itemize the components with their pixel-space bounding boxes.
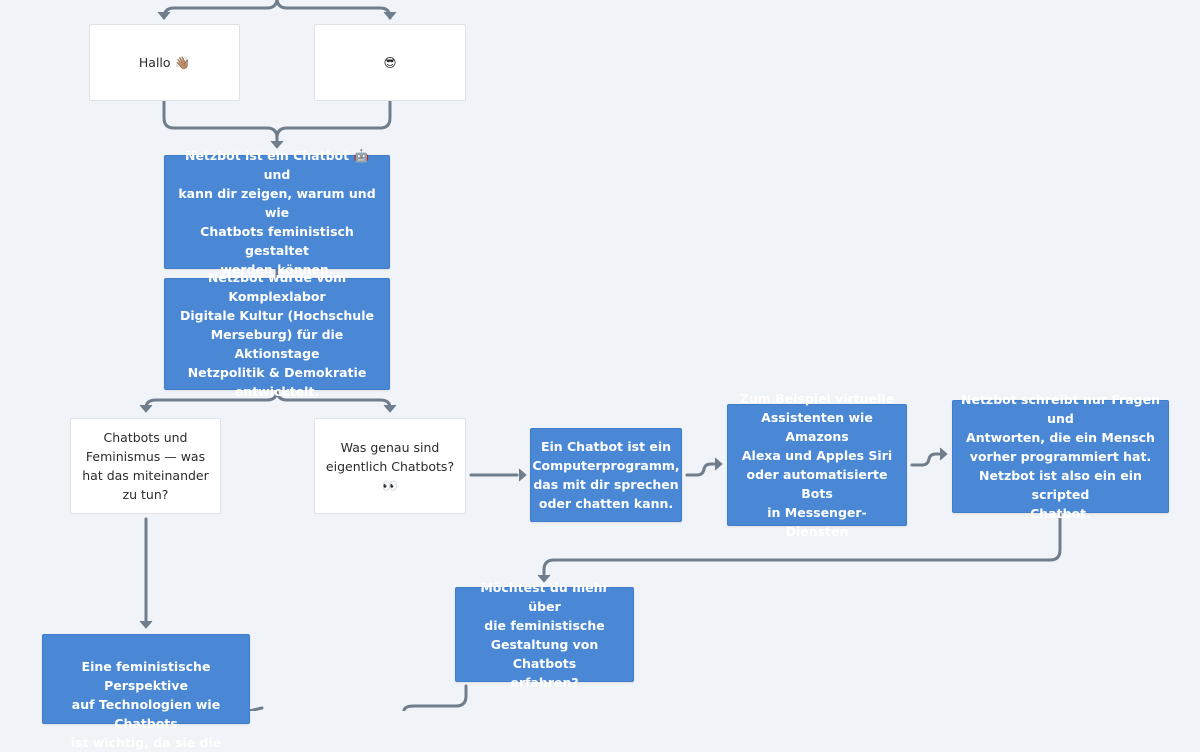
node-examples[interactable]: Zum Beispiel virtuelle Assistenten wie A… — [727, 391, 907, 539]
connector-examples-to-scripted — [910, 452, 941, 467]
connector-emoji-merge — [275, 99, 392, 140]
connector-layer — [139, 0, 1062, 711]
node-emoji-reply[interactable]: 😎 — [314, 24, 466, 101]
connector-scripted-to-more — [542, 512, 1062, 576]
node-scripted[interactable]: Netzbot schreibt nur Fragen und Antworte… — [952, 392, 1169, 521]
connector-origin-to-what — [275, 388, 392, 410]
node-origin[interactable]: Netzbot wurde vom Komplexlabor Digitale … — [164, 270, 390, 399]
arrowhead-def — [518, 468, 527, 482]
arrowhead-intro — [270, 140, 284, 149]
arrowhead-feminism — [139, 404, 153, 413]
arrowhead-examples — [714, 457, 723, 471]
connector-hallo-merge — [162, 99, 279, 148]
arrowhead-more — [537, 574, 551, 583]
node-more-question[interactable]: Möchtest du mehr über die feministische … — [455, 580, 634, 690]
arrowhead-emoji — [383, 11, 397, 20]
arrowhead-scripted — [939, 447, 948, 461]
node-question-what[interactable]: Was genau sind eigentlich Chatbots? 👀 — [314, 418, 466, 514]
node-intro[interactable]: Netzbot ist ein Chatbot 🤖 und kann dir z… — [164, 148, 390, 277]
connector-top-to-hallo — [162, 0, 279, 20]
node-chatbot-definition[interactable]: Ein Chatbot ist ein Computerprogramm, da… — [530, 428, 682, 522]
connector-top-to-emoji — [275, 0, 392, 20]
node-hallo[interactable]: Hallo 👋🏽 — [89, 24, 240, 101]
connector-def-to-examples — [685, 462, 716, 477]
connector-more-out — [402, 684, 468, 711]
node-question-feminism[interactable]: Chatbots und Feminismus — was hat das mi… — [70, 418, 221, 514]
arrowhead-perspective — [139, 620, 153, 629]
arrowhead-what — [383, 404, 397, 413]
connector-origin-to-feminism — [144, 388, 279, 410]
arrowhead-hallo — [157, 11, 171, 20]
